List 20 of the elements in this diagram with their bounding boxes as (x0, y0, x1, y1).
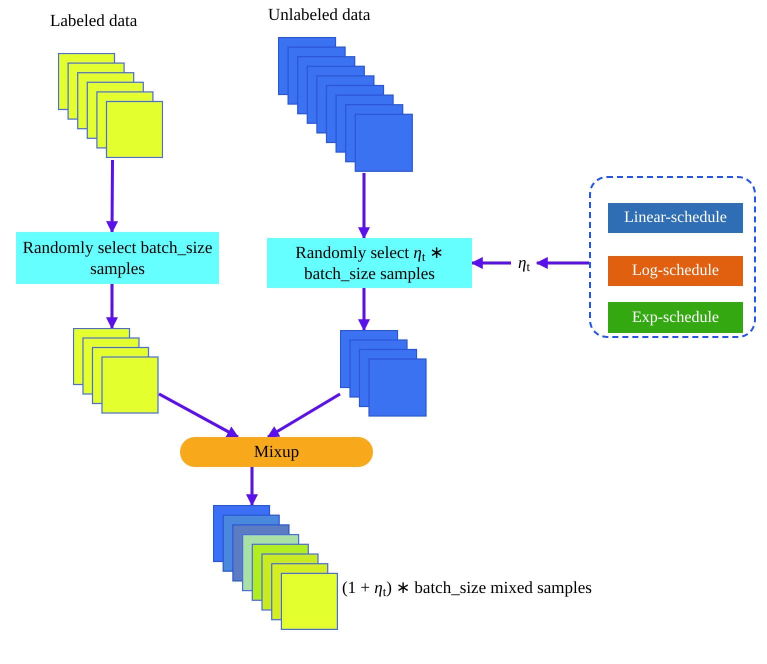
parameter-label: η$_{t}$ (511, 250, 537, 276)
arrow (106, 160, 118, 234)
arrow (246, 467, 258, 506)
stack-heading: Unlabeled data (268, 4, 370, 26)
schedule-box: Linear-schedule (608, 203, 743, 233)
arrow (358, 173, 370, 240)
arrow (158, 392, 239, 438)
arrow (358, 288, 370, 332)
arrow (266, 392, 341, 438)
arrow (536, 257, 589, 269)
schedule-box: Log-schedule (608, 256, 743, 286)
stack-caption: (1 + η$_{t}$) ∗ batch_size mixed samples (342, 577, 592, 600)
stack-heading: Labeled data (50, 10, 138, 32)
process-box: Randomly select η$_{t}$ ∗ batch_size samples (267, 238, 472, 288)
arrow (106, 284, 118, 330)
process-box: Randomly select batch_size samples (16, 232, 219, 284)
mixup-box: Mixup (180, 437, 373, 467)
arrow (470, 257, 511, 269)
schedule-box: Exp-schedule (608, 302, 743, 333)
dashed-frame (589, 176, 756, 338)
